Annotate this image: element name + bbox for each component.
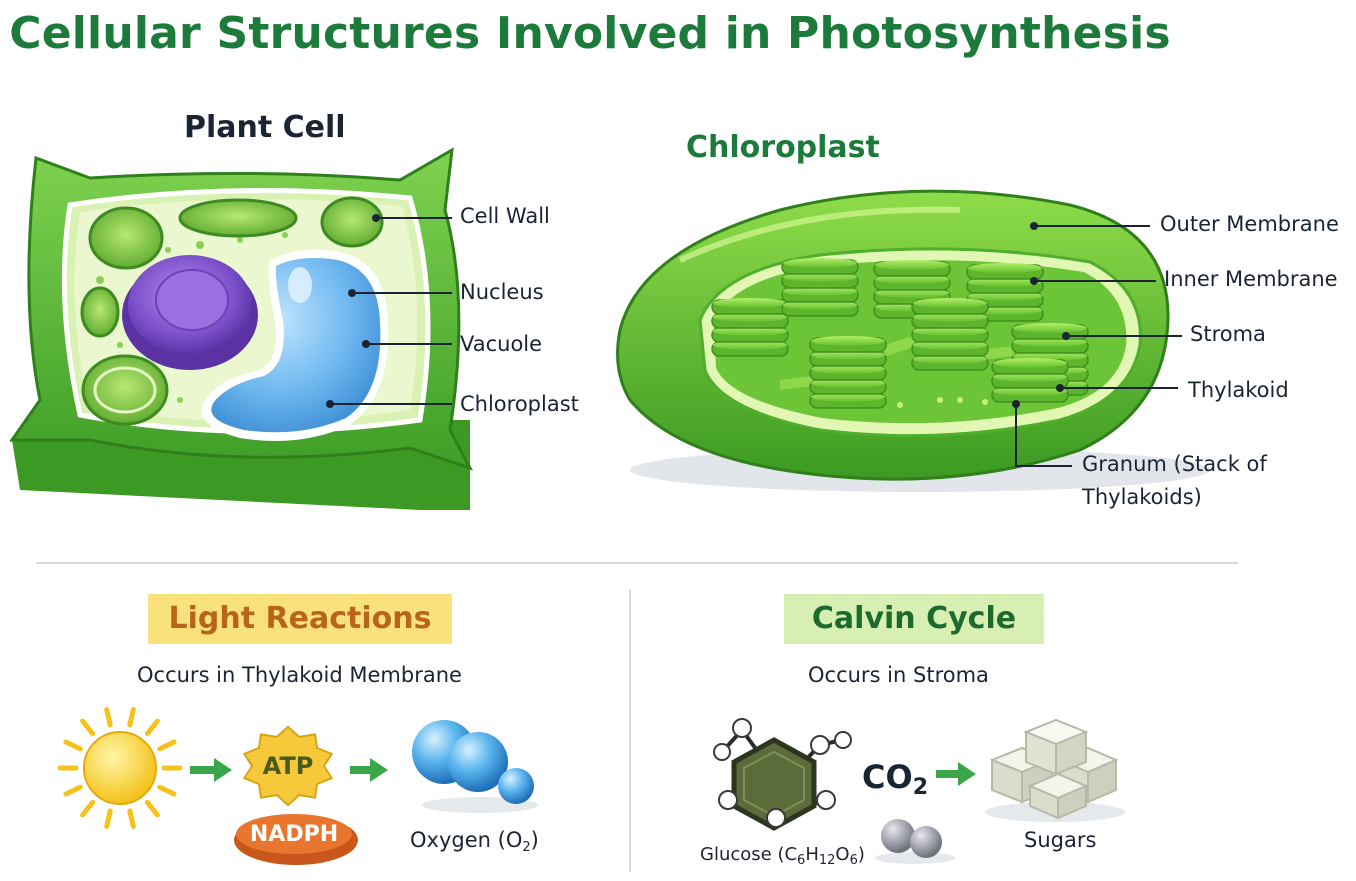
label-vacuole: Vacuole	[460, 332, 543, 356]
nadph-pill-icon	[234, 814, 358, 865]
plant-cell-illustration	[9, 147, 474, 510]
granum-stack	[809, 336, 887, 409]
sugar-cubes-icon	[985, 718, 1125, 822]
sun-icon	[57, 707, 183, 829]
chloroplast-heading: Chloroplast	[686, 130, 880, 165]
co2-molecule-icon	[875, 819, 955, 864]
light-reactions-badge: Light Reactions	[148, 594, 452, 644]
calvin-cycle-badge: Calvin Cycle	[784, 594, 1044, 644]
label-stroma: Stroma	[1190, 322, 1266, 346]
label-cell-wall: Cell Wall	[460, 204, 550, 228]
granum-stack	[781, 258, 859, 317]
granum-stack	[911, 298, 989, 371]
label-granum-line1: Granum (Stack of	[1082, 452, 1267, 476]
label-granum-line2: Thylakoids)	[1082, 485, 1202, 509]
label-chloroplast: Chloroplast	[460, 392, 579, 416]
page-title: Cellular Structures Involved in Photosyn…	[9, 8, 1171, 59]
label-outer-membrane: Outer Membrane	[1160, 212, 1339, 236]
label-thylakoid: Thylakoid	[1188, 378, 1289, 402]
label-inner-membrane: Inner Membrane	[1164, 267, 1338, 291]
atp-label: ATP	[262, 752, 314, 780]
light-reactions-subtitle: Occurs in Thylakoid Membrane	[137, 663, 462, 687]
calvin-cycle-subtitle: Occurs in Stroma	[808, 663, 989, 687]
plant-cell-heading: Plant Cell	[184, 110, 346, 145]
oxygen-label: Oxygen (O2)	[410, 828, 539, 855]
nadph-label: NADPH	[249, 822, 339, 847]
label-nucleus: Nucleus	[460, 280, 544, 304]
oxygen-molecule-icon	[412, 720, 538, 813]
atp-burst-icon	[242, 725, 334, 807]
arrow-icon	[190, 758, 976, 786]
granum-stack	[991, 358, 1069, 403]
granum-stack	[711, 298, 789, 357]
glucose-label: Glucose (C6H12O6)	[700, 844, 865, 868]
glucose-molecule-icon	[713, 718, 852, 831]
sugars-label: Sugars	[1024, 828, 1097, 852]
chloroplast-illustration	[616, 189, 1210, 492]
co2-label: CO2	[862, 758, 928, 800]
